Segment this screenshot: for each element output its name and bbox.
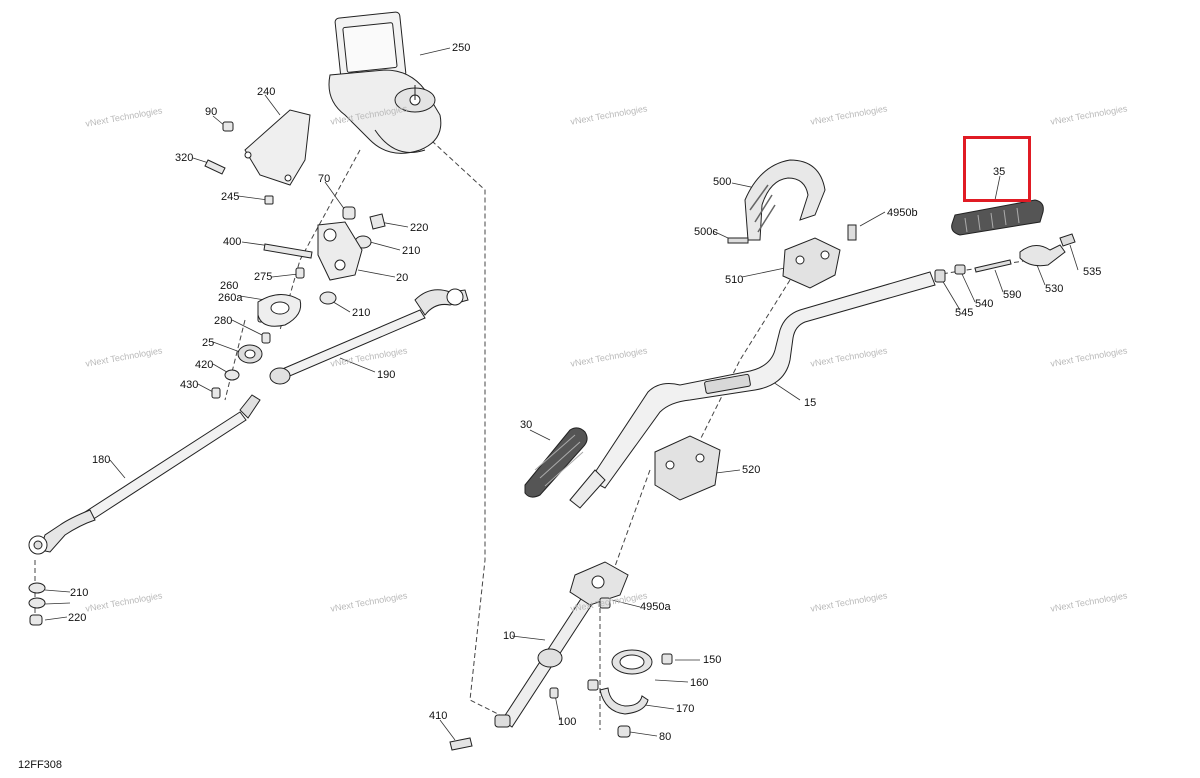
part-label-4950a[interactable]: 4950a [640, 601, 671, 613]
grip-right [951, 199, 1044, 236]
washer-shape [224, 369, 240, 381]
part-label-190[interactable]: 190 [377, 369, 396, 381]
plug-shape [934, 269, 946, 283]
pitman-arm [317, 221, 363, 281]
part-label-260a[interactable]: 260a [218, 292, 243, 304]
screw-shape [727, 237, 749, 244]
part-label-160[interactable]: 160 [690, 677, 709, 689]
bolt-shape [661, 653, 673, 665]
part-label-250[interactable]: 250 [452, 42, 471, 54]
part-label-400[interactable]: 400 [223, 236, 242, 248]
bolt-shape [261, 332, 271, 344]
part-label-430[interactable]: 430 [180, 379, 199, 391]
part-label-500[interactable]: 500 [713, 176, 732, 188]
part-label-210[interactable]: 210 [70, 587, 89, 599]
diagram-code: 12FF308 [18, 759, 63, 771]
sleeve-shape [342, 206, 356, 220]
bracket [244, 109, 311, 186]
power-steering-unit [328, 11, 442, 154]
bolt-shape [587, 679, 599, 691]
part-label-320[interactable]: 320 [175, 152, 194, 164]
part-label-4950b[interactable]: 4950b [887, 207, 918, 219]
bolt-shape [449, 737, 473, 751]
highlight-box [963, 136, 1031, 202]
tie-rod-short [269, 288, 469, 385]
nut-shape [369, 213, 386, 230]
nut-shape [211, 387, 221, 399]
lower-clamp [654, 435, 721, 501]
part-label-70[interactable]: 70 [318, 173, 331, 185]
part-label-150[interactable]: 150 [703, 654, 722, 666]
part-label-210[interactable]: 210 [352, 307, 371, 319]
part-label-170[interactable]: 170 [676, 703, 695, 715]
part-label-275[interactable]: 275 [254, 271, 273, 283]
part-label-530[interactable]: 530 [1045, 283, 1064, 295]
part-label-540[interactable]: 540 [975, 298, 994, 310]
bushing-shape [954, 264, 966, 275]
part-label-590[interactable]: 590 [1003, 289, 1022, 301]
nut-shape [222, 121, 234, 132]
part-label-510[interactable]: 510 [725, 274, 744, 286]
upper-clamp [782, 237, 841, 289]
part-label-545[interactable]: 545 [955, 307, 974, 319]
washer-shape [28, 597, 46, 609]
nut-shape [295, 267, 305, 279]
part-label-520[interactable]: 520 [742, 464, 761, 476]
handlebar [569, 271, 936, 509]
part-label-245[interactable]: 245 [221, 191, 240, 203]
bolt-shape [204, 159, 226, 175]
assembly-dash-line [419, 129, 501, 716]
steering-column [494, 561, 629, 728]
part-label-30[interactable]: 30 [520, 419, 533, 431]
part-label-410[interactable]: 410 [429, 710, 448, 722]
part-label-35[interactable]: 35 [993, 166, 1006, 178]
part-label-20[interactable]: 20 [396, 272, 409, 284]
part-label-260[interactable]: 260 [220, 280, 239, 292]
bolt-shape [599, 597, 611, 609]
part-label-100[interactable]: 100 [558, 716, 577, 728]
throttle-housing [1019, 244, 1066, 267]
assembly-dash-line [609, 469, 651, 581]
assembly-dash-line [699, 279, 791, 441]
washer-shape [28, 582, 46, 594]
part-label-210[interactable]: 210 [402, 245, 421, 257]
bolt-shape [264, 195, 274, 205]
grip-left [524, 427, 588, 498]
part-label-180[interactable]: 180 [92, 454, 111, 466]
assembly-dash-line [224, 319, 246, 401]
part-label-535[interactable]: 535 [1083, 266, 1102, 278]
washer-shape [319, 291, 337, 305]
part-label-80[interactable]: 80 [659, 731, 672, 743]
bolt-shape [263, 243, 313, 259]
part-label-240[interactable]: 240 [257, 86, 276, 98]
bolt-shape [549, 687, 559, 699]
part-label-500c[interactable]: 500c [694, 226, 718, 238]
nut-shape [617, 725, 631, 738]
part-label-220[interactable]: 220 [410, 222, 429, 234]
part-label-25[interactable]: 25 [202, 337, 215, 349]
part-label-15[interactable]: 15 [804, 397, 817, 409]
pin-shape [974, 259, 1012, 273]
switch-shape [1059, 233, 1076, 247]
part-label-90[interactable]: 90 [205, 106, 218, 118]
part-label-420[interactable]: 420 [195, 359, 214, 371]
part-label-10[interactable]: 10 [503, 630, 516, 642]
bolt-shape [847, 224, 857, 241]
assembly-dash-line [279, 149, 361, 331]
nut-shape [29, 614, 43, 626]
part-label-280[interactable]: 280 [214, 315, 233, 327]
tie-rod-long [28, 394, 261, 555]
part-label-220[interactable]: 220 [68, 612, 87, 624]
handlebar-clamp-cover [744, 159, 826, 241]
column-clamp-shape [599, 687, 649, 715]
